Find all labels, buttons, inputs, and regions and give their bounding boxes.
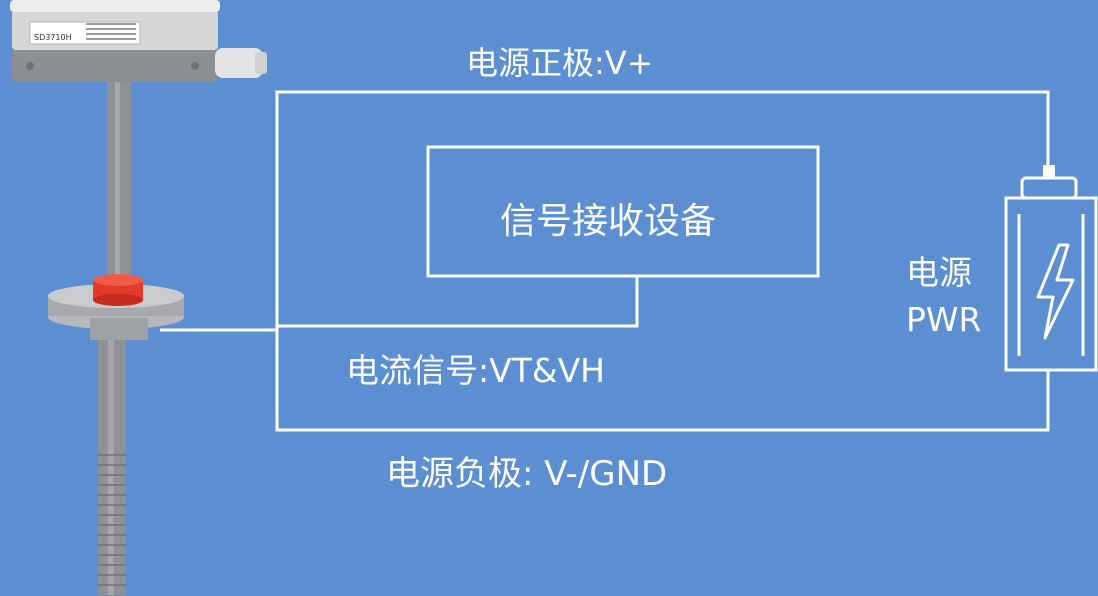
signal-label: 电流信号:VT&VH: [346, 351, 605, 390]
sensor-device: SD3710H: [10, 0, 267, 595]
battery-icon: [1004, 165, 1098, 372]
wiring: [160, 90, 1050, 432]
receiver-label: 信号接收设备: [500, 201, 717, 242]
power-label-cn: 电源: [906, 253, 972, 292]
signal-wire: [160, 277, 639, 332]
receiver-box: [426, 145, 820, 278]
power-label-en: PWR: [906, 300, 982, 339]
lightning-icon: [1036, 243, 1075, 340]
positive-label: 电源正极:V+: [466, 44, 654, 82]
negative-label: 电源负极: V-/GND: [386, 454, 668, 494]
negative-wire: [275, 330, 1050, 432]
positive-wire: [275, 90, 1050, 330]
device-model-label: SD3710H: [34, 33, 72, 42]
